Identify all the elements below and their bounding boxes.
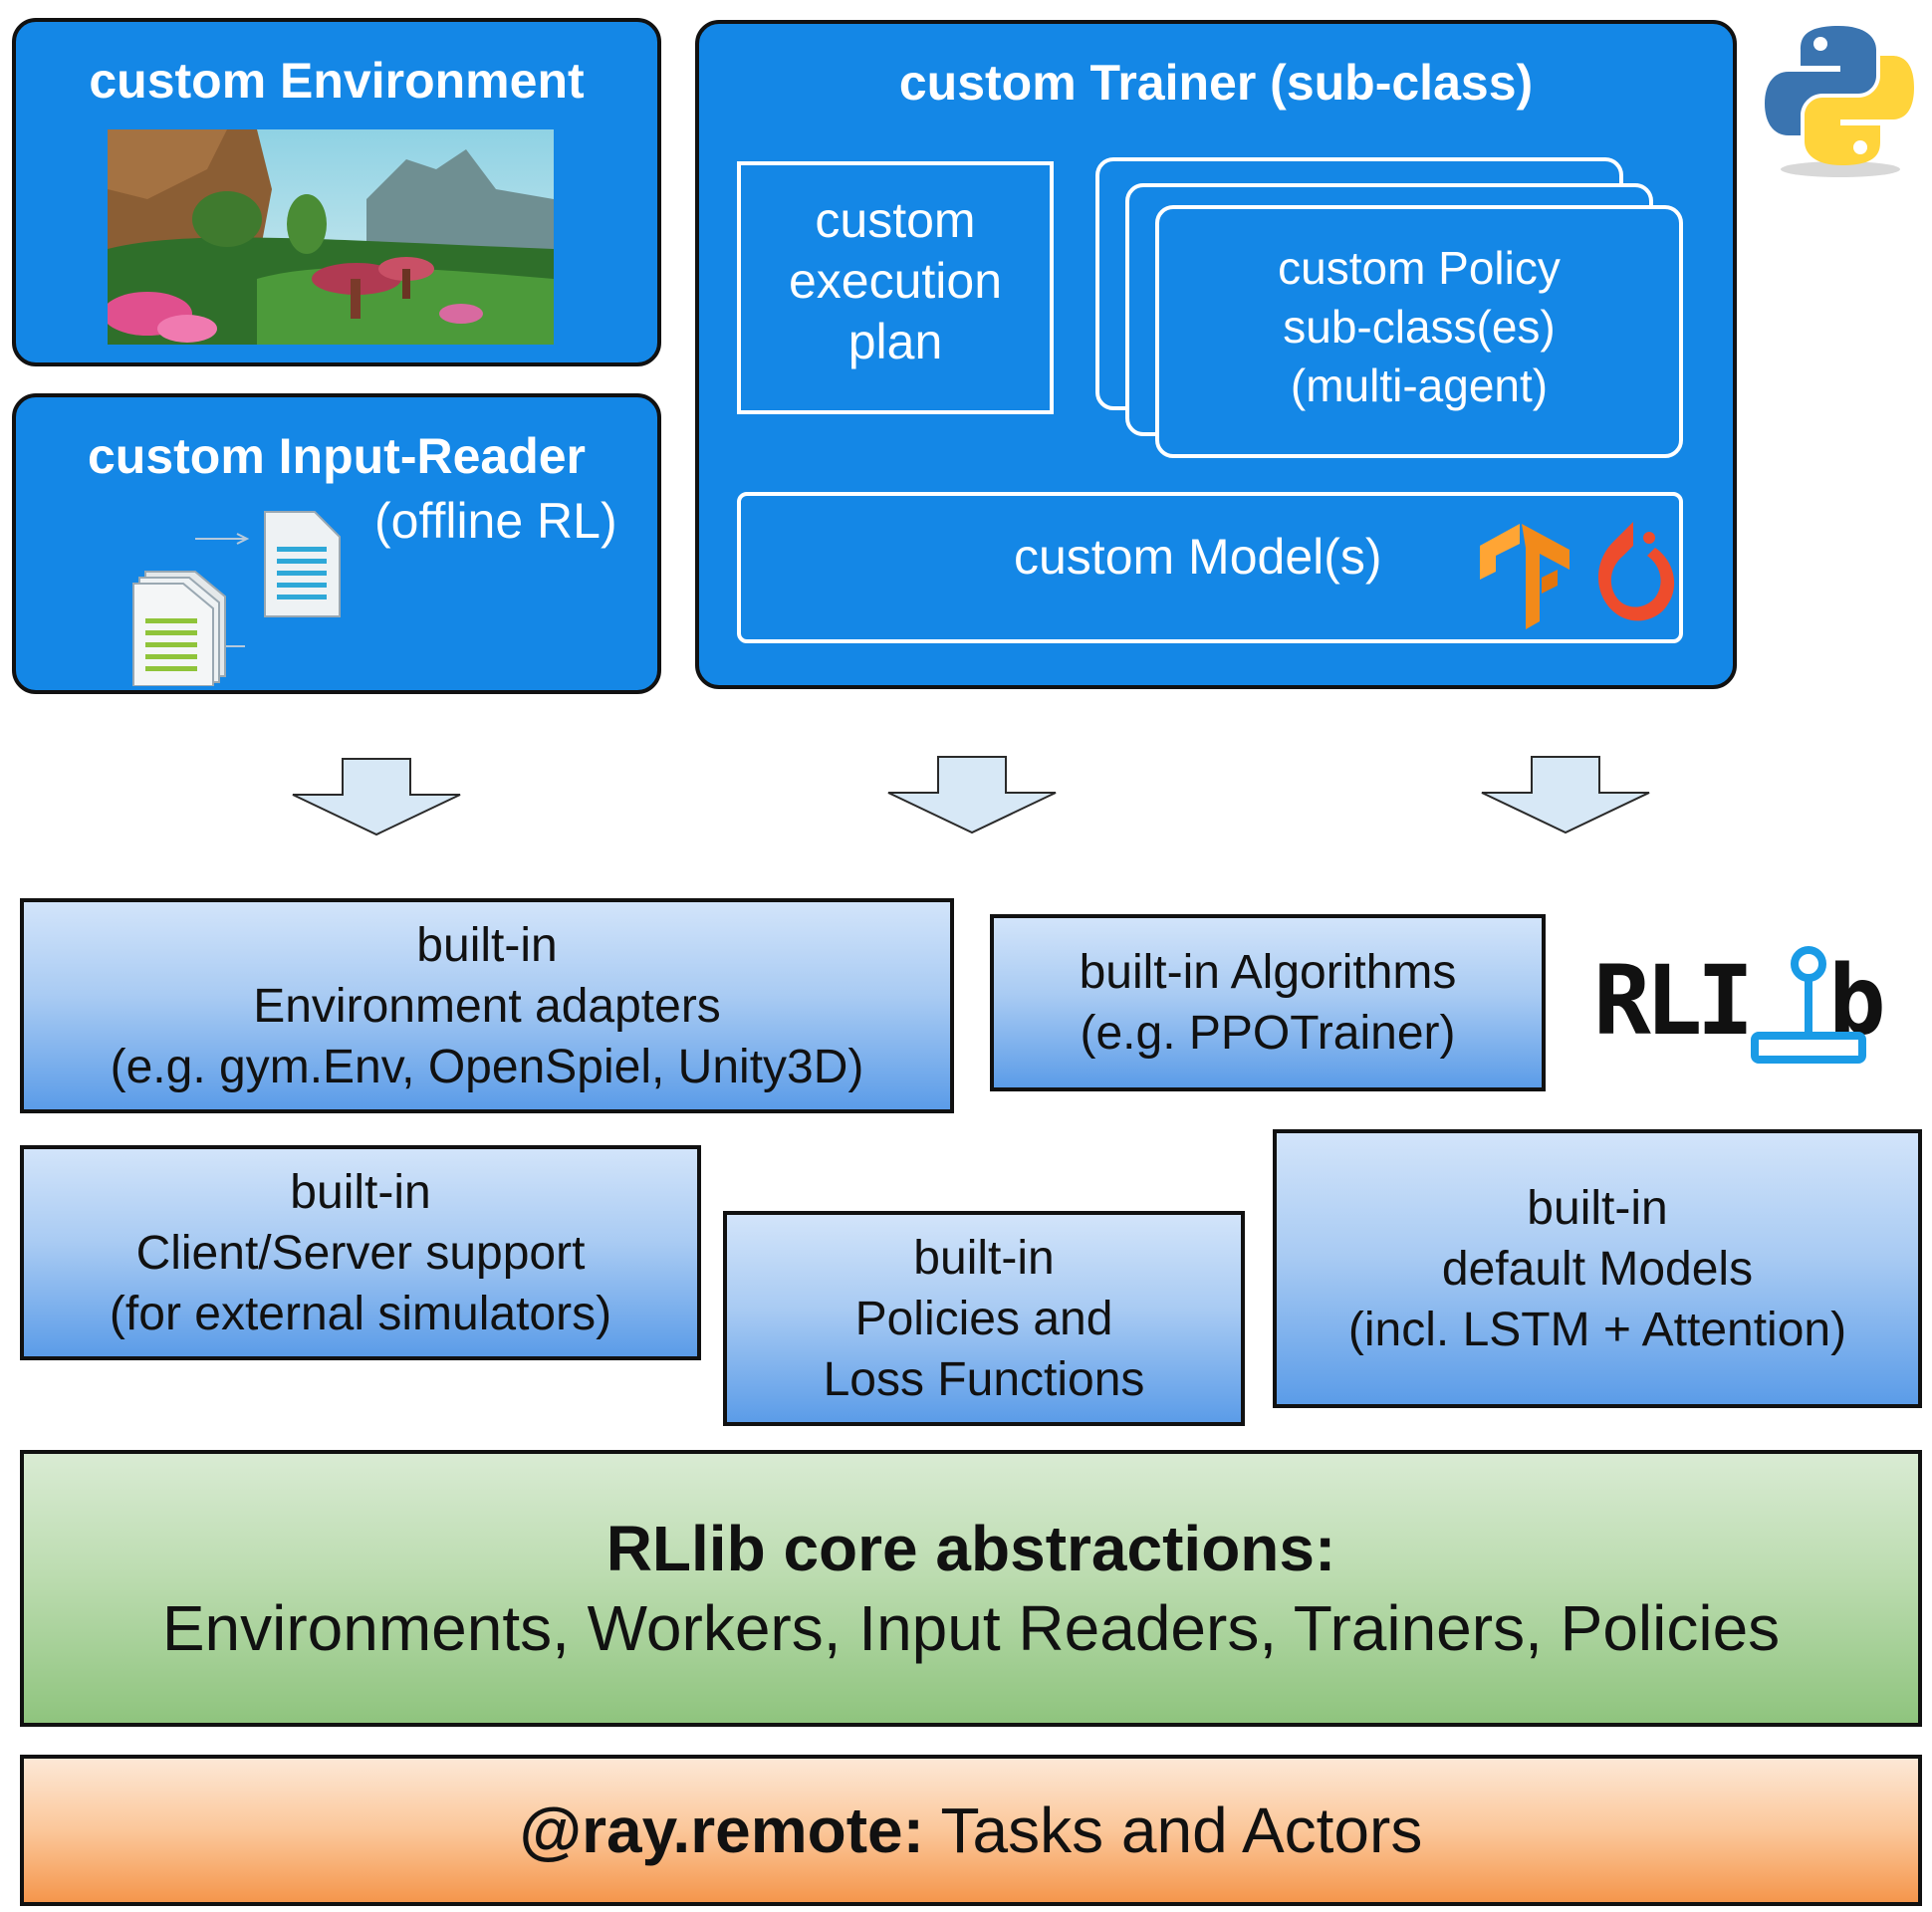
builtin-env-adapters-box: built-in Environment adapters (e.g. gym.… <box>20 898 954 1113</box>
client-server-line-3: (for external simulators) <box>109 1287 612 1340</box>
custom-trainer-title: custom Trainer (sub-class) <box>898 55 1534 111</box>
svg-text:b: b <box>1828 945 1886 1057</box>
python-logo-icon <box>1765 26 1914 177</box>
custom-environment-box: custom Environment <box>12 18 661 366</box>
policy-line-3: (multi-agent) <box>1290 359 1549 411</box>
tensorflow-logo-icon <box>1480 524 1570 629</box>
execution-plan-line-2: execution <box>788 253 1003 309</box>
down-arrow-right <box>1481 756 1650 835</box>
ray-remote-box: @ray.remote: Tasks and Actors <box>20 1755 1922 1906</box>
rllib-core-abstractions-box: RLlib core abstractions: Environments, W… <box>20 1450 1922 1727</box>
custom-execution-plan-box: custom execution plan <box>737 161 1054 414</box>
custom-model-label: custom Model(s) <box>1014 529 1382 585</box>
ray-remote-prefix: @ray.remote: <box>519 1794 924 1866</box>
execution-plan-line-3: plan <box>847 314 943 369</box>
client-server-line-2: Client/Server support <box>135 1226 586 1280</box>
models-line-1: built-in <box>1527 1181 1668 1235</box>
offline-rl-label: (offline RL) <box>374 493 617 549</box>
custom-policy-box: custom Policy sub-class(es) (multi-agent… <box>1155 205 1683 458</box>
custom-trainer-box: custom Trainer (sub-class) custom execut… <box>695 20 1737 689</box>
custom-input-reader-box: custom Input-Reader (offline RL) <box>12 393 661 694</box>
builtin-algorithms-box: built-in Algorithms (e.g. PPOTrainer) <box>990 914 1546 1091</box>
down-arrow-left <box>292 758 461 836</box>
builtin-models-box: built-in default Models (incl. LSTM + At… <box>1273 1129 1922 1408</box>
svg-text:RLI: RLI <box>1593 945 1748 1057</box>
documents-icon <box>132 511 341 686</box>
env-adapters-line-2: Environment adapters <box>253 979 721 1033</box>
custom-model-box: custom Model(s) <box>737 492 1683 643</box>
rllib-logo: RLI b <box>1591 944 1920 1083</box>
policy-line-2: sub-class(es) <box>1283 301 1556 353</box>
builtin-client-server-box: built-in Client/Server support (for exte… <box>20 1145 701 1360</box>
pytorch-logo-icon <box>1598 522 1675 621</box>
builtin-policies-box: built-in Policies and Loss Functions <box>723 1211 1245 1426</box>
custom-input-reader-title: custom Input-Reader <box>87 428 587 484</box>
client-server-line-1: built-in <box>290 1165 431 1219</box>
rllib-logo-icon: RLI b <box>1593 945 1886 1064</box>
execution-plan-line-1: custom <box>815 192 976 248</box>
custom-environment-title: custom Environment <box>89 53 585 109</box>
ray-remote-rest: Tasks and Actors <box>923 1794 1423 1866</box>
env-adapters-line-1: built-in <box>416 918 558 972</box>
models-line-2: default Models <box>1441 1242 1754 1296</box>
policies-line-2: Policies and <box>854 1292 1113 1345</box>
environment-game-image <box>108 129 554 345</box>
models-line-3: (incl. LSTM + Attention) <box>1347 1303 1847 1356</box>
policy-line-1: custom Policy <box>1278 242 1561 294</box>
core-abstractions-items: Environments, Workers, Input Readers, Tr… <box>161 1592 1781 1664</box>
env-adapters-line-3: (e.g. gym.Env, OpenSpiel, Unity3D) <box>110 1040 864 1093</box>
core-abstractions-title: RLlib core abstractions: <box>605 1513 1336 1584</box>
policies-line-1: built-in <box>913 1231 1055 1285</box>
algorithms-line-1: built-in Algorithms <box>1079 946 1457 999</box>
policies-line-3: Loss Functions <box>823 1352 1145 1406</box>
down-arrow-middle <box>887 756 1057 835</box>
algorithms-line-2: (e.g. PPOTrainer) <box>1080 1007 1456 1060</box>
